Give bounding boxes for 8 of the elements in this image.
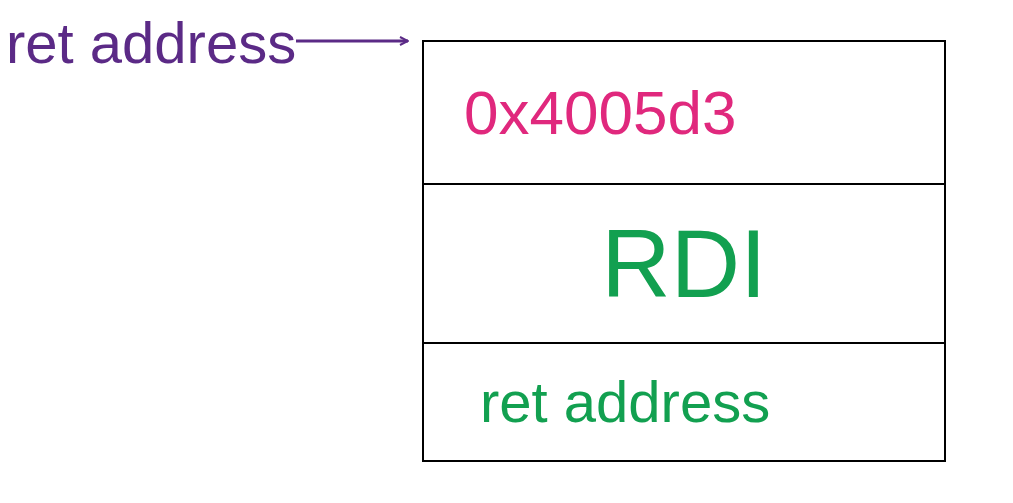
stack-cell (422, 185, 946, 342)
pointer-text: ret address (6, 14, 297, 72)
arrow (296, 36, 409, 46)
stack-cell (422, 342, 946, 462)
cell-text: ret address (480, 373, 771, 431)
cell-text: 0x4005d3 (464, 81, 737, 144)
cell-text: RDI (601, 215, 767, 312)
stack-cell (422, 40, 946, 185)
